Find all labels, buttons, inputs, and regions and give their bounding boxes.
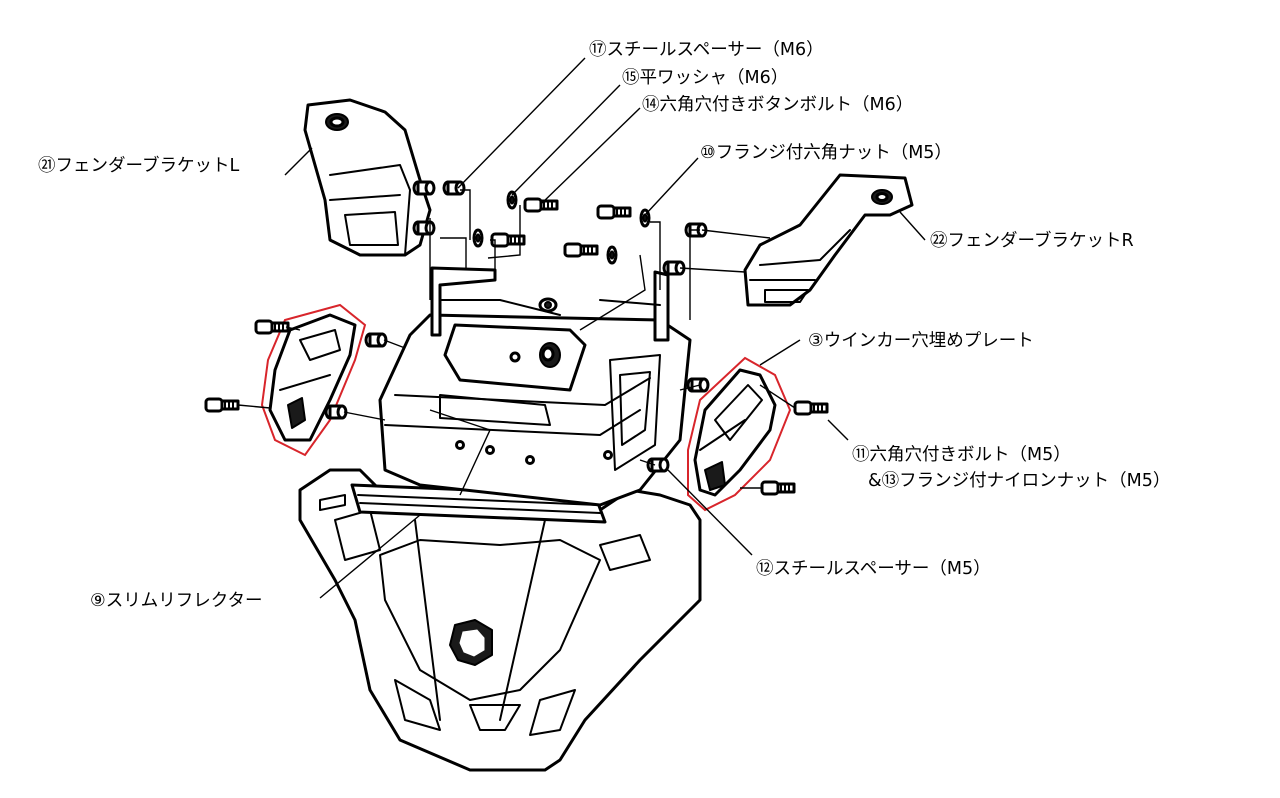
center-bracket [378,266,692,507]
label-steel-spacer-m5: ⑫スチールスペーサー（M5） [756,559,991,579]
fender-bracket-left [303,98,432,257]
assembly-lines [237,189,796,496]
label-slim-reflector: ⑨スリムリフレクター [90,591,263,611]
label-flange-hex-nut-m5: ⑩フランジ付六角ナット（M5） [700,143,952,163]
label-hex-socket-button-bolt-m6: ⑭六角穴付きボタンボルト（M6） [642,95,914,115]
label-fender-bracket-left: ㉑フェンダーブラケットL [38,156,240,176]
label-hex-socket-bolt-m5: ⑪六角穴付きボルト（M5） [852,445,1071,465]
fender-bracket-right [743,173,914,307]
fender-plate [298,468,702,772]
label-steel-spacer-m6: ⑰スチールスペーサー（M6） [589,40,824,60]
blanking-plate-right [687,356,792,512]
label-leaders [284,57,926,599]
label-flat-washer-m6: ⑮平ワッシャ（M6） [622,68,789,88]
label-fender-bracket-right: ㉒フェンダーブラケットR [930,231,1134,251]
blanking-plate-left [260,303,367,457]
label-flange-nylon-nut-m5: &⑬フランジ付ナイロンナット（M5） [868,471,1171,491]
label-blanking-plate: ③ウインカー穴埋めプレート [808,331,1034,351]
